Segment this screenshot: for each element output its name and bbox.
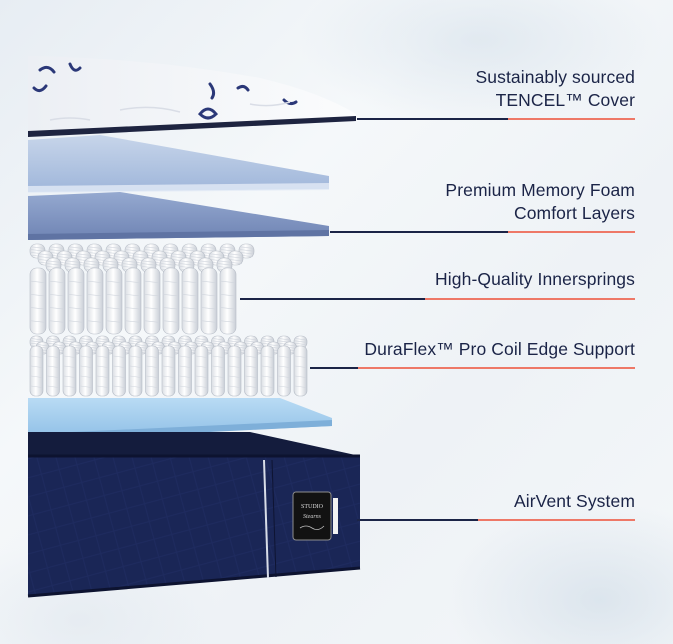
edge-coil — [227, 345, 242, 397]
spring-coil — [124, 267, 142, 335]
label-cover-line2: TENCEL™ Cover — [495, 90, 635, 110]
edge-coil — [79, 345, 93, 397]
foam-layer-mid — [28, 192, 329, 240]
edge-coil — [211, 345, 225, 397]
spring-coil — [219, 267, 237, 335]
spring-coil — [48, 267, 66, 335]
edge-coil — [194, 345, 209, 397]
label-springs-line1: High-Quality Innersprings — [435, 269, 635, 289]
foam-layer-light — [28, 135, 329, 193]
spring-coil — [105, 267, 123, 335]
airvent-base: STUDIO Stearns — [27, 432, 361, 598]
edge-coil — [145, 345, 159, 397]
label-cover-line1: Sustainably sourced — [475, 67, 635, 87]
spring-coil — [181, 267, 199, 335]
spring-coil — [67, 267, 85, 335]
edge-coil — [112, 345, 126, 397]
label-edge-line1: DuraFlex™ Pro Coil Edge Support — [364, 339, 635, 359]
edge-coil — [62, 345, 77, 397]
label-edge: DuraFlex™ Pro Coil Edge Support — [364, 338, 635, 361]
spring-coil — [29, 267, 47, 335]
innerspring-coils — [29, 243, 255, 335]
spring-coil-back — [238, 243, 255, 259]
label-springs: High-Quality Innersprings — [435, 268, 635, 291]
edge-coil — [29, 345, 44, 397]
edge-coil — [178, 345, 192, 397]
brand-tag-line1: STUDIO — [301, 504, 324, 510]
spring-coil — [86, 267, 104, 335]
edge-support-coils — [29, 335, 308, 397]
label-foam-line1: Premium Memory Foam — [445, 180, 635, 200]
brand-tag: STUDIO Stearns — [292, 491, 338, 541]
edge-coil — [260, 345, 275, 397]
label-cover: Sustainably sourced TENCEL™ Cover — [476, 66, 636, 112]
spring-coil-back — [227, 250, 244, 266]
spring-coil-back — [170, 250, 187, 266]
edge-coil — [161, 345, 176, 397]
label-foam-line2: Comfort Layers — [513, 203, 635, 223]
cover-layer — [28, 56, 356, 137]
label-foam: Premium Memory Foam Comfort Layers — [445, 179, 635, 225]
edge-coil — [277, 345, 291, 397]
edge-coil — [128, 345, 143, 397]
label-base: AirVent System — [514, 490, 635, 513]
spring-coil — [200, 267, 218, 335]
spring-coil — [143, 267, 161, 335]
edge-coil — [244, 345, 258, 397]
edge-coil — [95, 345, 110, 397]
label-base-line1: AirVent System — [513, 491, 635, 511]
edge-coil — [46, 345, 60, 397]
spring-coil — [162, 267, 180, 335]
brand-tag-line2: Stearns — [303, 514, 322, 520]
leader-lines — [240, 118, 635, 521]
edge-coil — [293, 345, 308, 397]
